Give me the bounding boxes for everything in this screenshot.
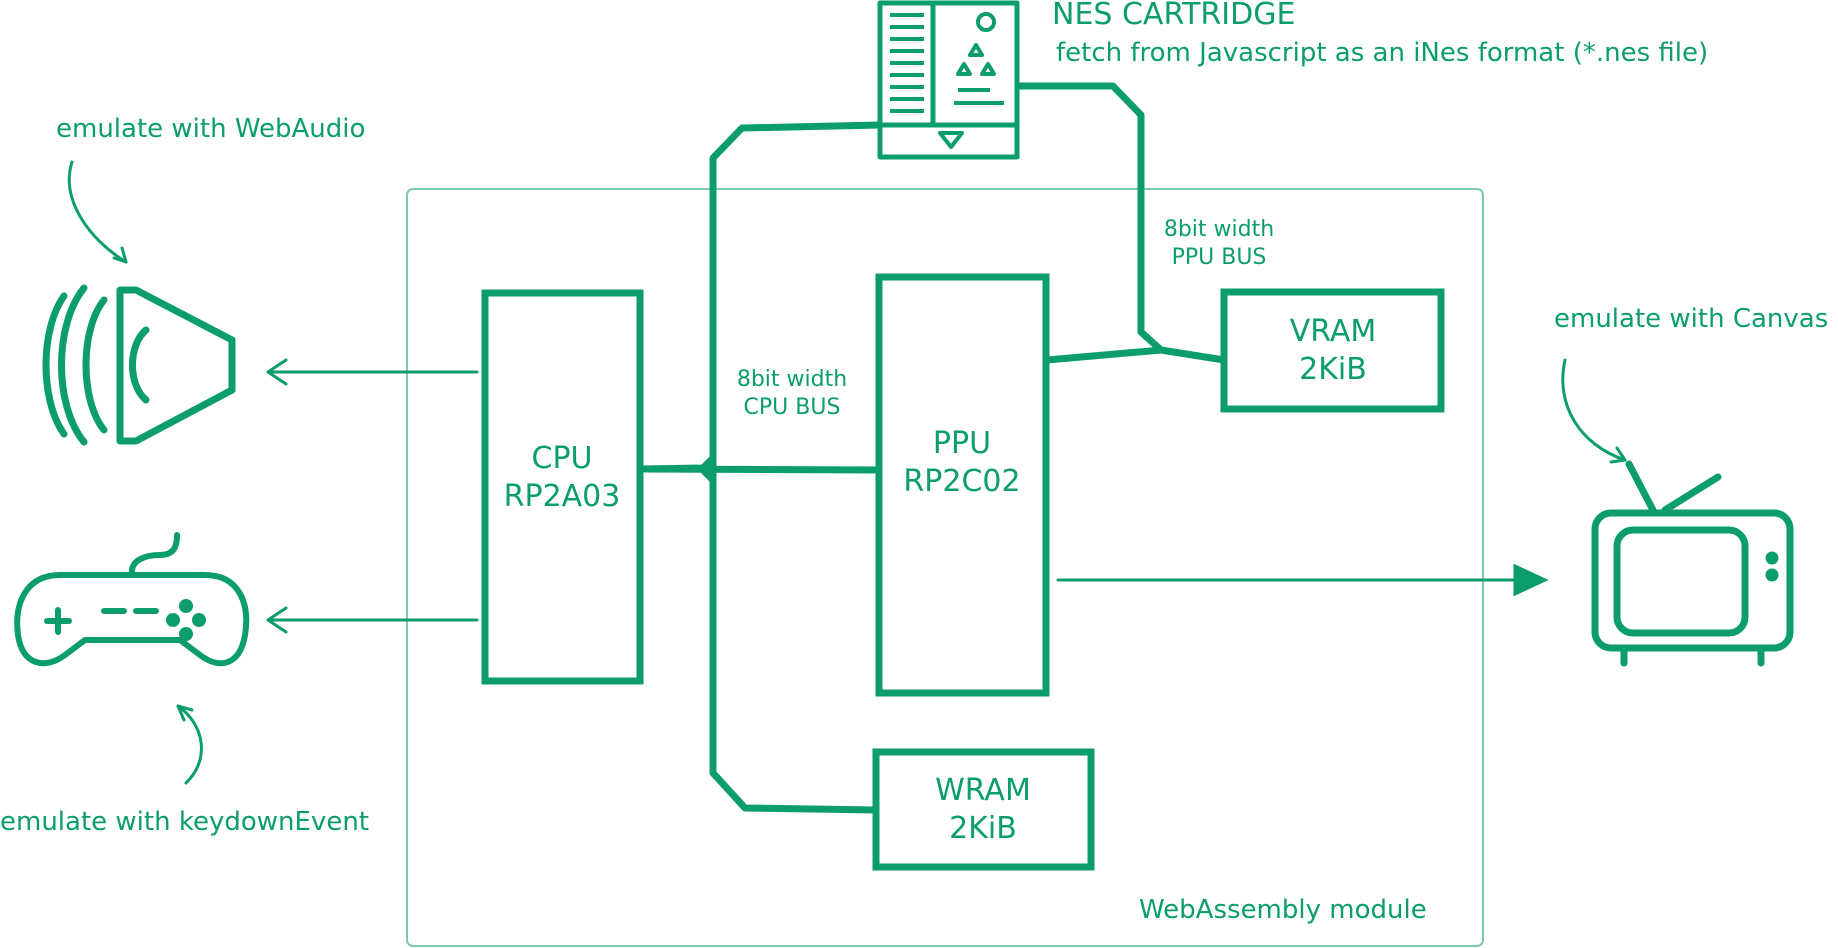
ppu-block: PPU RP2C02 bbox=[875, 273, 1050, 697]
gamepad-icon bbox=[14, 532, 250, 667]
audio-note-arrow bbox=[67, 160, 128, 264]
speaker-icon bbox=[42, 284, 236, 446]
tv-note: emulate with Canvas bbox=[1554, 304, 1828, 334]
wram-block: WRAM 2KiB bbox=[872, 748, 1095, 871]
audio-note: emulate with WebAudio bbox=[56, 114, 365, 144]
webassembly-module-frame bbox=[406, 188, 1484, 947]
ppu-bus-wires bbox=[1013, 82, 1228, 364]
cartridge-subtitle: fetch from Javascript as an iNes format … bbox=[1056, 38, 1708, 68]
ppu-block-model: RP2C02 bbox=[903, 464, 1020, 499]
tv-icon bbox=[1591, 460, 1794, 667]
cpu-bus-name-label: CPU BUS bbox=[744, 395, 841, 420]
vram-block-title: VRAM bbox=[1290, 314, 1377, 349]
cartridge-title: NES CARTRIDGE bbox=[1052, 0, 1295, 32]
gamepad-note-arrow bbox=[176, 704, 203, 785]
cpu-bus-width-label: 8bit width bbox=[737, 367, 847, 392]
cpu-block-model: RP2A03 bbox=[504, 479, 621, 514]
tv-note-arrow bbox=[1561, 358, 1627, 462]
ppu-bus-width-label: 8bit width bbox=[1164, 217, 1274, 242]
webassembly-module-label: WebAssembly module bbox=[1139, 895, 1427, 925]
ppu-bus-name-label: PPU BUS bbox=[1172, 245, 1267, 270]
wram-block-title: WRAM bbox=[935, 773, 1031, 808]
cpu-block: CPU RP2A03 bbox=[481, 289, 644, 685]
cpu-bus-wires bbox=[636, 121, 884, 814]
nes-cartridge-icon bbox=[877, 0, 1020, 160]
ppu-block-title: PPU bbox=[933, 426, 991, 461]
vram-block: VRAM 2KiB bbox=[1220, 288, 1445, 413]
cpu-block-title: CPU bbox=[532, 441, 593, 476]
vram-block-size: 2KiB bbox=[1299, 352, 1367, 387]
io-arrows bbox=[266, 358, 1549, 634]
wram-block-size: 2KiB bbox=[949, 811, 1017, 846]
gamepad-note: emulate with keydownEvent bbox=[0, 807, 369, 837]
